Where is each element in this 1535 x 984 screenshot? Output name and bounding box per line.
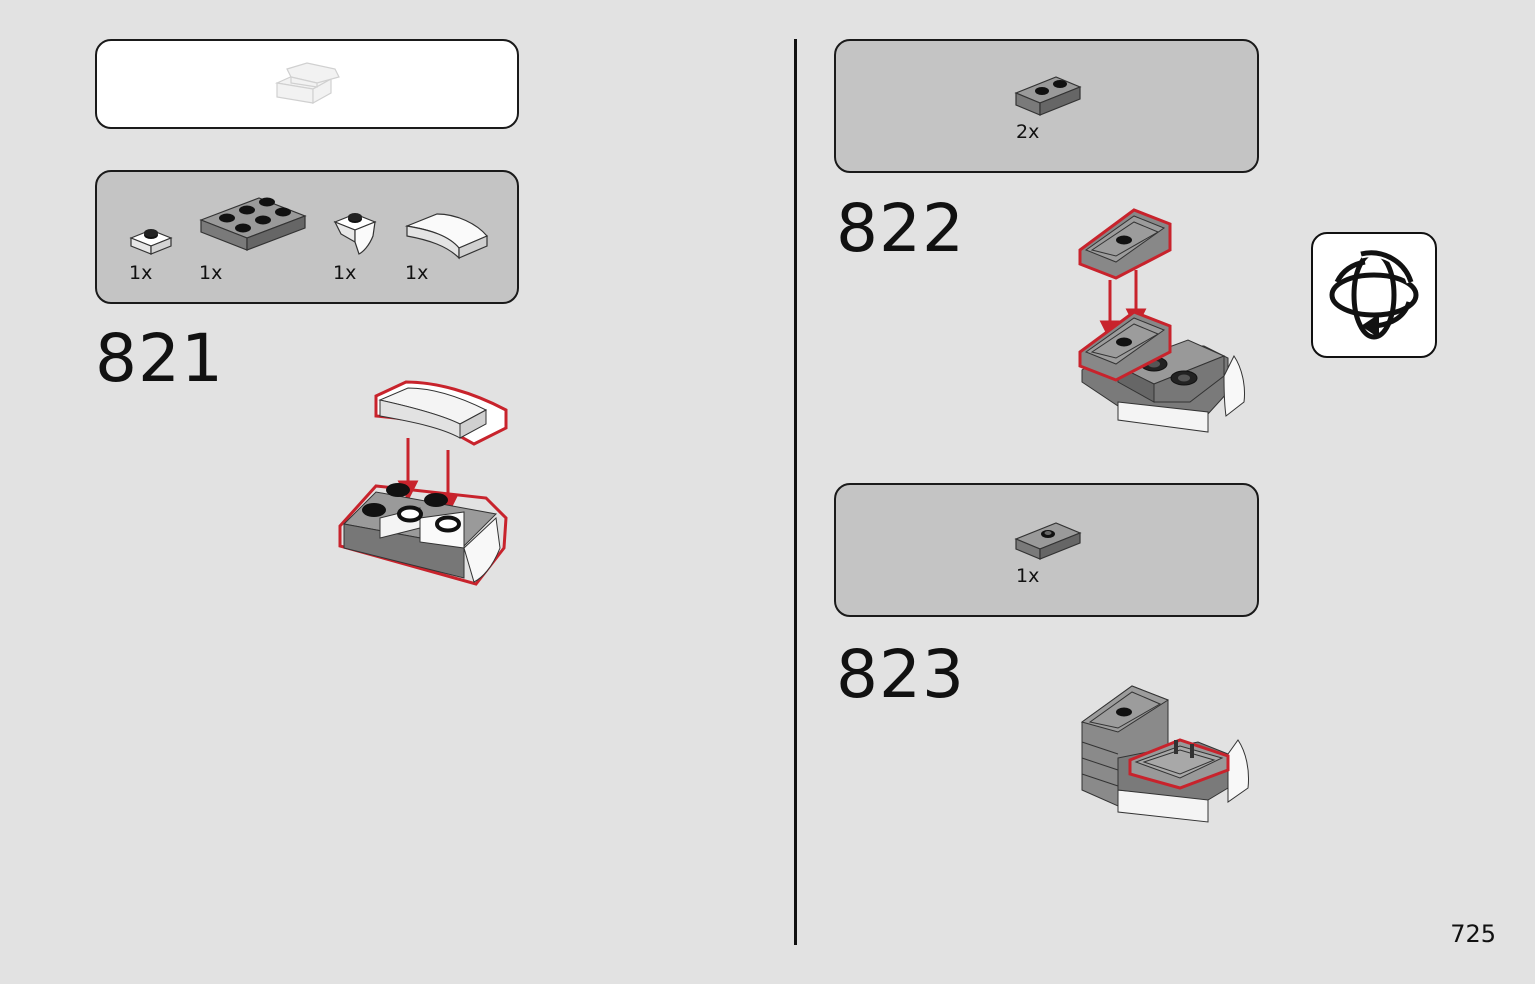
part-quantity: 1x	[129, 262, 153, 284]
tile-1x1-white-icon	[129, 229, 173, 255]
plate-1x2-grey-icon	[1014, 76, 1082, 116]
step-821-assembly-illustration	[338, 380, 508, 586]
rotate-hint-box	[1311, 232, 1437, 358]
sub-assembly-preview-box	[95, 39, 519, 129]
step-number: 822	[836, 190, 965, 267]
page-divider	[794, 39, 797, 945]
page-number: 725	[1450, 920, 1496, 948]
part-quantity: 1x	[1016, 565, 1040, 587]
part-quantity: 1x	[405, 262, 429, 284]
part-quantity: 2x	[1016, 121, 1040, 143]
step-number: 823	[836, 636, 965, 713]
step-822-assembly-illustration	[1078, 208, 1245, 433]
part-quantity: 1x	[199, 262, 223, 284]
slope-tooth-white-icon	[333, 213, 377, 255]
plate-2x3-grey-icon	[199, 197, 307, 251]
step-823-assembly-illustration	[1080, 685, 1249, 823]
step-number: 821	[95, 320, 224, 397]
part-quantity: 1x	[333, 262, 357, 284]
sub-assembly-preview-icon	[274, 62, 340, 105]
parts-list-823: 1x	[834, 483, 1259, 617]
parts-list-822: 2x	[834, 39, 1259, 173]
rotate-model-icon	[1329, 248, 1419, 340]
curved-slope-white-icon	[404, 213, 488, 260]
jumper-plate-1x2-grey-icon	[1014, 522, 1082, 560]
parts-list-821: 1x 1x 1x 1x	[95, 170, 519, 304]
